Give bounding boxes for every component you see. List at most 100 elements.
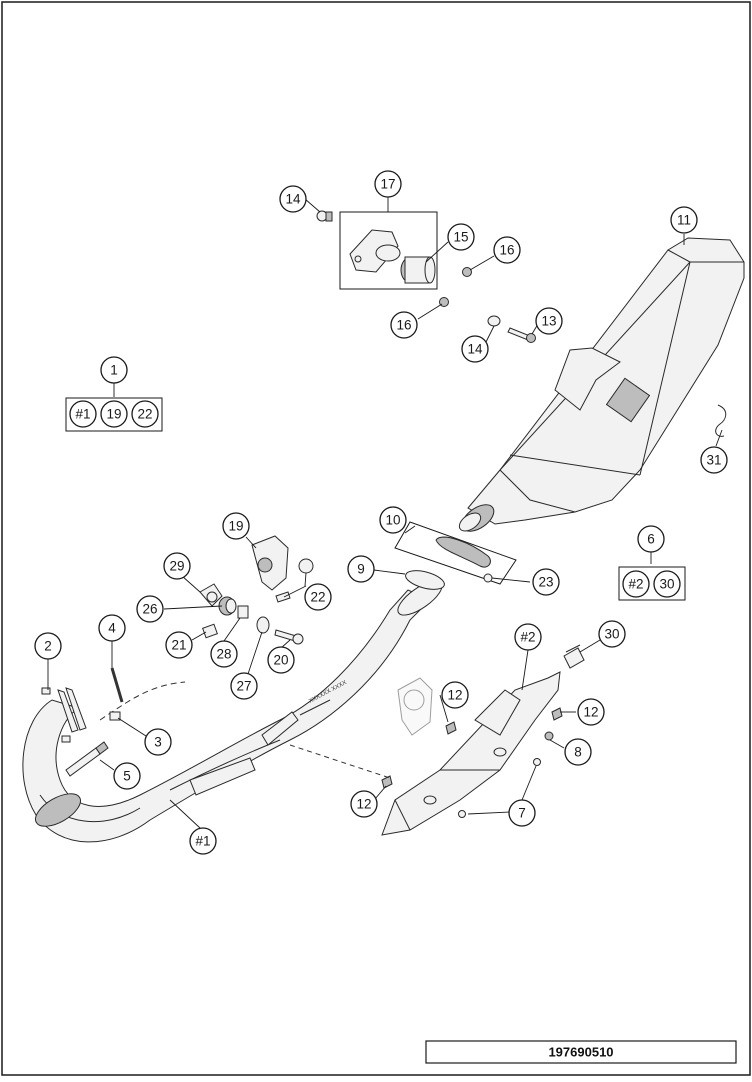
kit-1-item-3[interactable]: 22 bbox=[131, 400, 159, 428]
kit-6-item-2[interactable]: 30 bbox=[653, 570, 681, 598]
screw-8-icon bbox=[544, 731, 554, 741]
screw-icon-14a bbox=[316, 210, 333, 222]
sleeve-28-icon bbox=[237, 605, 249, 619]
svg-text:27: 27 bbox=[236, 679, 251, 694]
callout-h1[interactable]: #1 bbox=[189, 827, 217, 855]
callout-12a[interactable]: 12 bbox=[441, 681, 469, 709]
clip-22-icon bbox=[275, 591, 291, 603]
svg-text:10: 10 bbox=[385, 513, 400, 528]
bracket-icon bbox=[349, 229, 401, 273]
bolt-icon-13 bbox=[507, 327, 536, 343]
callout-11[interactable]: 11 bbox=[670, 206, 698, 234]
callout-19[interactable]: 19 bbox=[222, 512, 250, 540]
sensor-cable-dashed bbox=[99, 681, 186, 721]
svg-text:5: 5 bbox=[123, 769, 131, 784]
svg-text:12: 12 bbox=[356, 797, 371, 812]
callout-23[interactable]: 23 bbox=[532, 568, 560, 596]
svg-text:28: 28 bbox=[216, 647, 231, 662]
nut-12b-icon bbox=[381, 775, 393, 789]
callout-8[interactable]: 8 bbox=[564, 738, 592, 766]
callout-5[interactable]: 5 bbox=[113, 762, 141, 790]
svg-text:#1: #1 bbox=[75, 407, 90, 422]
callout-12b[interactable]: 12 bbox=[350, 790, 378, 818]
svg-text:12: 12 bbox=[583, 705, 598, 720]
svg-text:2: 2 bbox=[44, 639, 52, 654]
callout-6[interactable]: 6 bbox=[637, 525, 665, 553]
svg-text:4: 4 bbox=[108, 621, 116, 636]
group-10-box bbox=[394, 521, 517, 585]
svg-text:31: 31 bbox=[706, 453, 721, 468]
callout-26[interactable]: 26 bbox=[136, 595, 164, 623]
muffler-logo-plate bbox=[605, 377, 651, 423]
callout-28[interactable]: 28 bbox=[210, 640, 238, 668]
callout-17[interactable]: 17 bbox=[374, 170, 402, 198]
screw-7b-icon bbox=[458, 810, 466, 818]
callout-14a[interactable]: 14 bbox=[279, 185, 307, 213]
callout-27[interactable]: 27 bbox=[230, 672, 258, 700]
svg-text:#2: #2 bbox=[628, 577, 643, 592]
bracket-19-icon bbox=[251, 535, 289, 591]
svg-text:20: 20 bbox=[273, 653, 288, 668]
callout-2[interactable]: 2 bbox=[34, 632, 62, 660]
sensor-wire bbox=[110, 667, 124, 703]
nut-icon-16a bbox=[462, 267, 472, 277]
svg-text:11: 11 bbox=[677, 213, 691, 228]
callout-21[interactable]: 21 bbox=[165, 631, 193, 659]
bolt-20-icon bbox=[274, 629, 304, 645]
callout-22[interactable]: 22 bbox=[304, 583, 332, 611]
callout-7[interactable]: 7 bbox=[508, 799, 536, 827]
svg-text:16: 16 bbox=[499, 243, 514, 258]
svg-text:3: 3 bbox=[154, 735, 162, 750]
svg-text:15: 15 bbox=[453, 230, 468, 245]
callout-4[interactable]: 4 bbox=[98, 614, 126, 642]
heat-shield-icon bbox=[381, 671, 561, 836]
heat-shield-bracket bbox=[397, 677, 433, 736]
callout-3[interactable]: 3 bbox=[144, 728, 172, 756]
svg-text:14: 14 bbox=[467, 342, 483, 357]
svg-text:26: 26 bbox=[142, 602, 157, 617]
svg-text:9: 9 bbox=[357, 562, 365, 577]
callout-10[interactable]: 10 bbox=[379, 506, 407, 534]
callout-14b[interactable]: 14 bbox=[461, 335, 489, 363]
callout-13[interactable]: 13 bbox=[535, 307, 563, 335]
kit-6-item-1[interactable]: #2 bbox=[622, 570, 650, 598]
nut-12-icon bbox=[445, 721, 457, 735]
header-heat-fin bbox=[189, 757, 256, 796]
svg-text:7: 7 bbox=[518, 806, 526, 821]
callout-20[interactable]: 20 bbox=[267, 646, 295, 674]
svg-text:17: 17 bbox=[380, 177, 395, 192]
svg-text:30: 30 bbox=[659, 577, 674, 592]
kit-1-box bbox=[65, 397, 163, 432]
washer-icon-14b bbox=[487, 315, 501, 327]
svg-text:19: 19 bbox=[106, 407, 121, 422]
gasket-icon bbox=[405, 570, 445, 590]
callout-12c[interactable]: 12 bbox=[577, 698, 605, 726]
washer-27-icon bbox=[256, 616, 270, 634]
callout-9[interactable]: 9 bbox=[347, 555, 375, 583]
svg-text:13: 13 bbox=[541, 314, 556, 329]
screw-7a-icon bbox=[533, 758, 541, 766]
group-17-box bbox=[339, 211, 438, 290]
kit-1-item-2[interactable]: 19 bbox=[100, 400, 128, 428]
callout-16a[interactable]: 16 bbox=[493, 236, 521, 264]
callout-15[interactable]: 15 bbox=[447, 223, 475, 251]
callout-16b[interactable]: 16 bbox=[390, 311, 418, 339]
svg-text:22: 22 bbox=[137, 407, 152, 422]
muffler-icon bbox=[458, 237, 745, 532]
svg-text:29: 29 bbox=[169, 559, 184, 574]
svg-text:30: 30 bbox=[604, 627, 619, 642]
spring-icon bbox=[715, 404, 727, 437]
callout-30[interactable]: 30 bbox=[598, 620, 626, 648]
svg-text:16: 16 bbox=[396, 318, 411, 333]
callout-29[interactable]: 29 bbox=[163, 552, 191, 580]
hanger-icon bbox=[435, 536, 493, 583]
nut-12c-icon bbox=[551, 707, 563, 721]
sensor-clip bbox=[109, 711, 121, 721]
callout-h2[interactable]: #2 bbox=[514, 623, 542, 651]
kit-1-item-1[interactable]: #1 bbox=[69, 400, 97, 428]
callout-1[interactable]: 1 bbox=[100, 356, 128, 384]
callout-31[interactable]: 31 bbox=[700, 446, 728, 474]
